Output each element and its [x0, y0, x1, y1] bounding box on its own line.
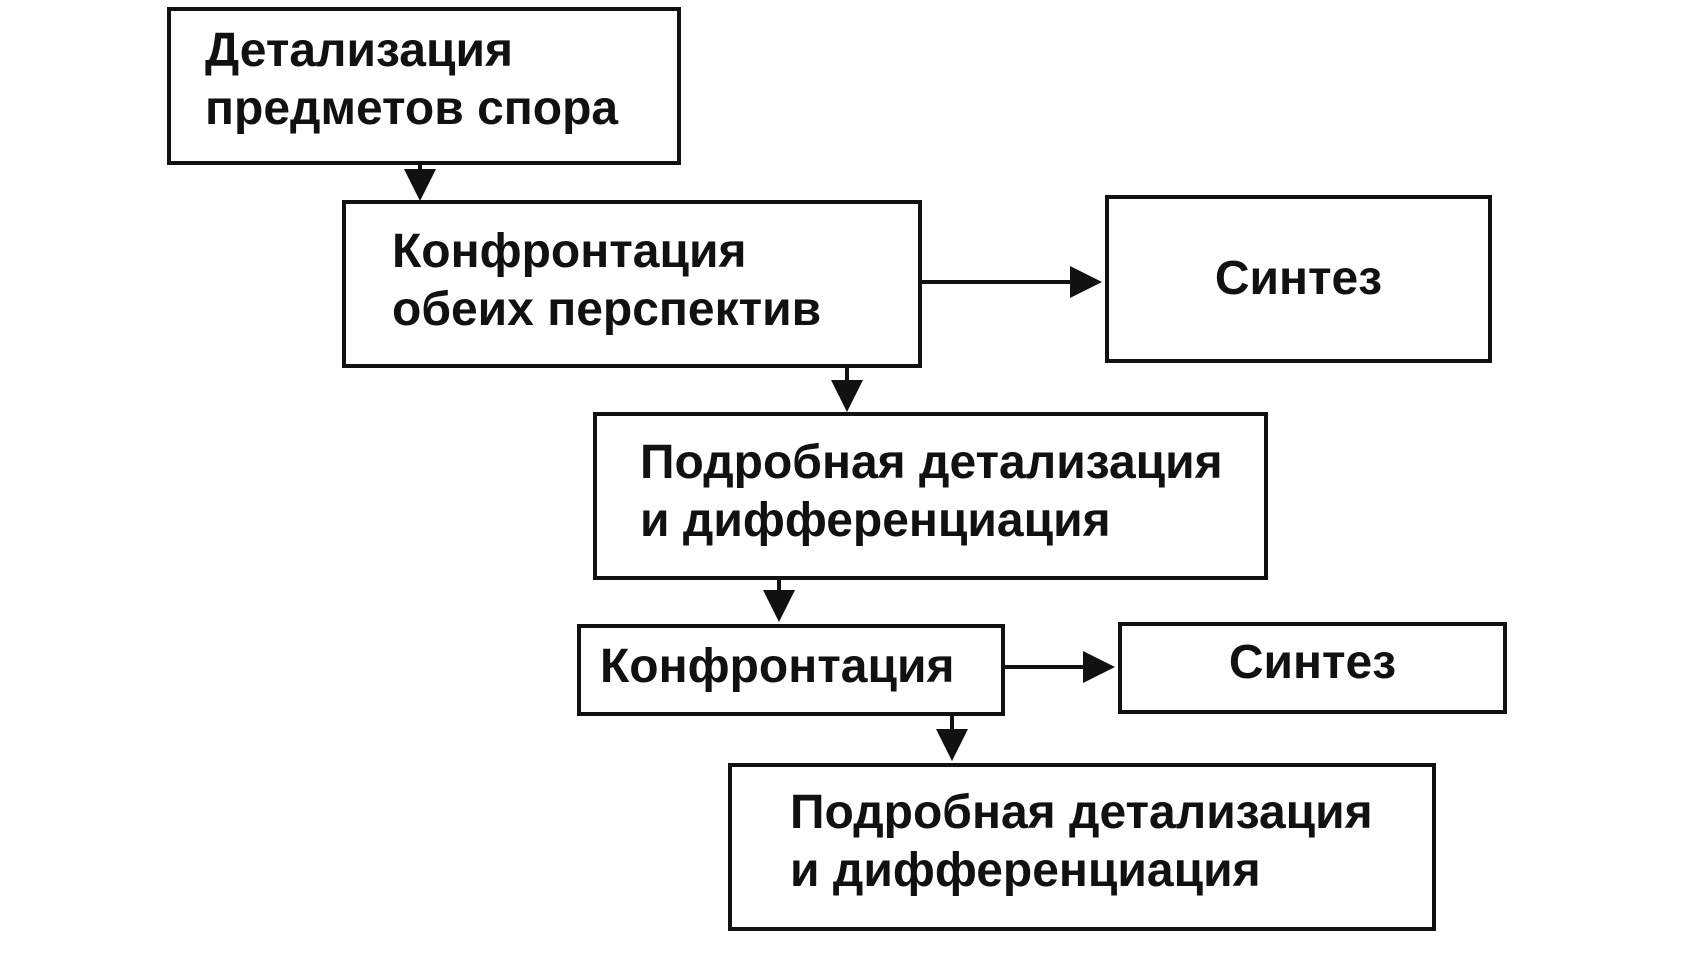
node-confront-2 [577, 624, 1005, 716]
node-detail-diff-1 [593, 412, 1268, 580]
node-detail-subjects [167, 7, 681, 165]
node-synthesis-1-line-1: Синтез [1214, 252, 1383, 305]
node-detail-diff-2-line-2: и дифференциация [790, 844, 1261, 897]
node-detail-diff-2-line-1: Подробная детализация [790, 786, 1373, 839]
node-synthesis-2-line-1: Синтез [1228, 636, 1397, 689]
node-detail-diff-1-line-2: и дифференциация [640, 494, 1111, 547]
node-detail-diff-1-label: Подробная детализация и дифференциация [640, 434, 1223, 550]
node-detail-subjects-line-2: предметов спора [205, 82, 619, 135]
node-synthesis-1-label: Синтез [1105, 250, 1492, 308]
node-confront-perspectives-label: Конфронтация обеих перспектив [392, 223, 821, 339]
node-detail-diff-2 [728, 763, 1436, 931]
node-detail-diff-1-line-1: Подробная детализация [640, 436, 1223, 489]
node-detail-subjects-line-1: Детализация [205, 24, 513, 77]
node-detail-subjects-label: Детализация предметов спора [205, 22, 618, 138]
node-synthesis-1 [1105, 195, 1492, 363]
node-confront-2-line-1: Конфронтация [600, 640, 955, 693]
node-confront-2-label: Конфронтация [600, 638, 954, 696]
node-confront-perspectives-line-2: обеих перспектив [392, 283, 822, 336]
node-confront-perspectives [342, 200, 922, 368]
node-detail-diff-2-label: Подробная детализация и дифференциация [790, 784, 1373, 900]
node-synthesis-2-label: Синтез [1118, 634, 1507, 692]
node-confront-perspectives-line-1: Конфронтация [392, 225, 747, 278]
node-synthesis-2 [1118, 622, 1507, 714]
